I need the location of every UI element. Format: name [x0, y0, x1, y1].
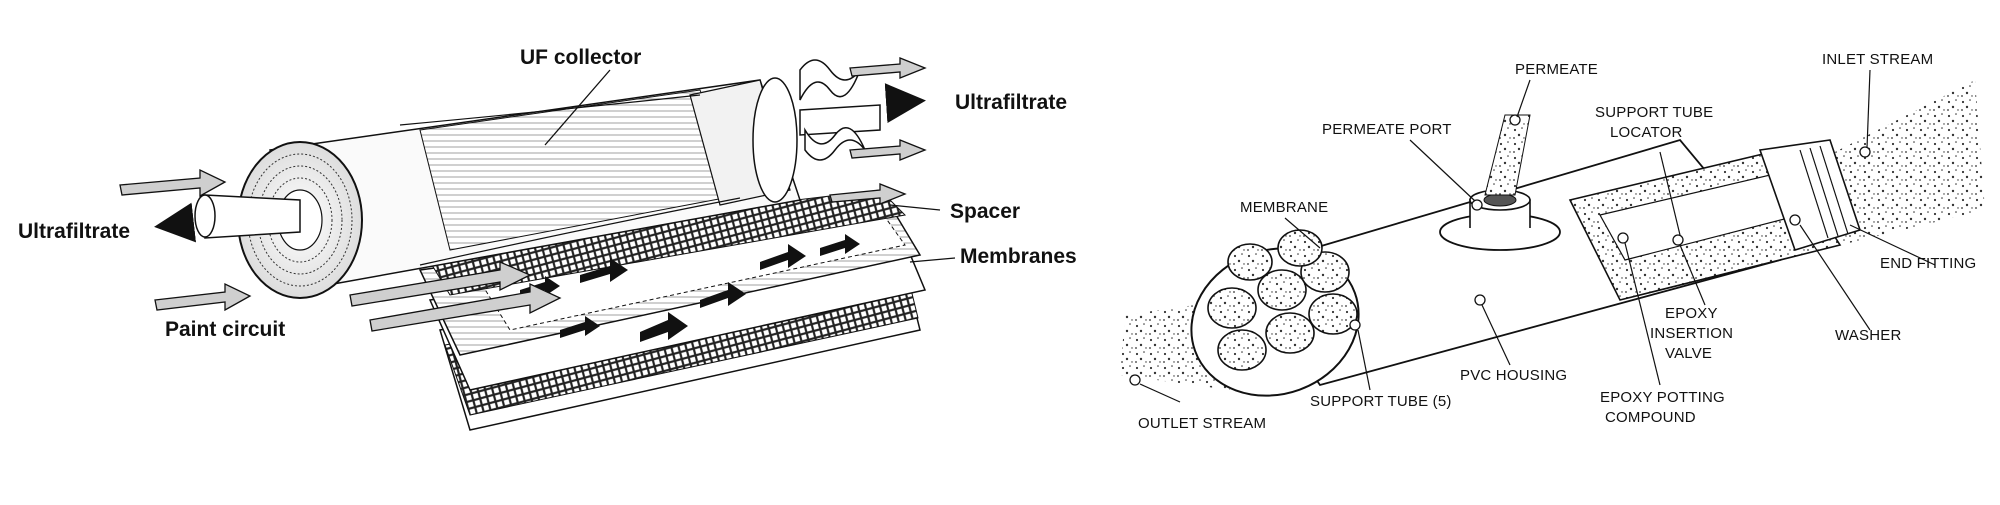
- permeate-stream-flow: [1484, 114, 1531, 196]
- support-tube-locator-label-line2: LOCATOR: [1610, 124, 1683, 141]
- spacer-label: Spacer: [950, 200, 1020, 223]
- epoxy-insertion-valve-label-line2: INSERTION: [1650, 325, 1733, 342]
- tubular-module-illustration: PERMEATE INLET STREAM PERMEATE PORT SUPP…: [1120, 51, 1985, 432]
- ultrafiltrate-top-label: Ultrafiltrate: [955, 91, 1067, 114]
- flow-arrows-left: [119, 57, 927, 332]
- permeate-port-label: PERMEATE PORT: [1322, 121, 1452, 138]
- membranes-label: Membranes: [960, 245, 1077, 268]
- inlet-stream-label: INLET STREAM: [1822, 51, 1933, 68]
- right-leader-lines: [1139, 69, 1936, 403]
- support-tubes: [1207, 229, 1358, 371]
- pvc-housing-label: PVC HOUSING: [1460, 367, 1567, 384]
- support-tube-locator-label-line1: SUPPORT TUBE: [1595, 104, 1713, 121]
- uf-collector-label: UF collector: [520, 46, 641, 69]
- ultrafiltrate-out-right-arrow: [884, 83, 926, 124]
- epoxy-potting-compound-label-line2: COMPOUND: [1605, 409, 1696, 426]
- module-cylinder: [194, 59, 881, 299]
- membranes-leader: [909, 257, 956, 263]
- outlet-stream-label: OUTLET STREAM: [1138, 415, 1266, 432]
- uf-collector-leader: [544, 69, 611, 146]
- membrane-label: MEMBRANE: [1240, 199, 1328, 216]
- epoxy-insertion-valve-label-line3: VALVE: [1665, 345, 1712, 362]
- permeate-label: PERMEATE: [1515, 61, 1598, 78]
- end-fitting-label: END FITTING: [1880, 255, 1976, 272]
- ultrafiltrate-out-left-arrow: [154, 202, 197, 243]
- epoxy-potting-compound-label-line1: EPOXY POTTING: [1600, 389, 1725, 406]
- support-tube-label: SUPPORT TUBE (5): [1310, 393, 1452, 410]
- callout-dots: [1129, 114, 1871, 386]
- uf-module-illustration: UF collector Ultrafiltrate Spacer Membra…: [18, 46, 1077, 431]
- spacer-leader: [889, 204, 941, 211]
- ultrafiltrate-left-label: Ultrafiltrate: [18, 220, 130, 243]
- epoxy-insertion-valve-label-line1: EPOXY: [1665, 305, 1718, 322]
- washer-label: WASHER: [1835, 327, 1901, 344]
- paint-circuit-label: Paint circuit: [165, 318, 285, 341]
